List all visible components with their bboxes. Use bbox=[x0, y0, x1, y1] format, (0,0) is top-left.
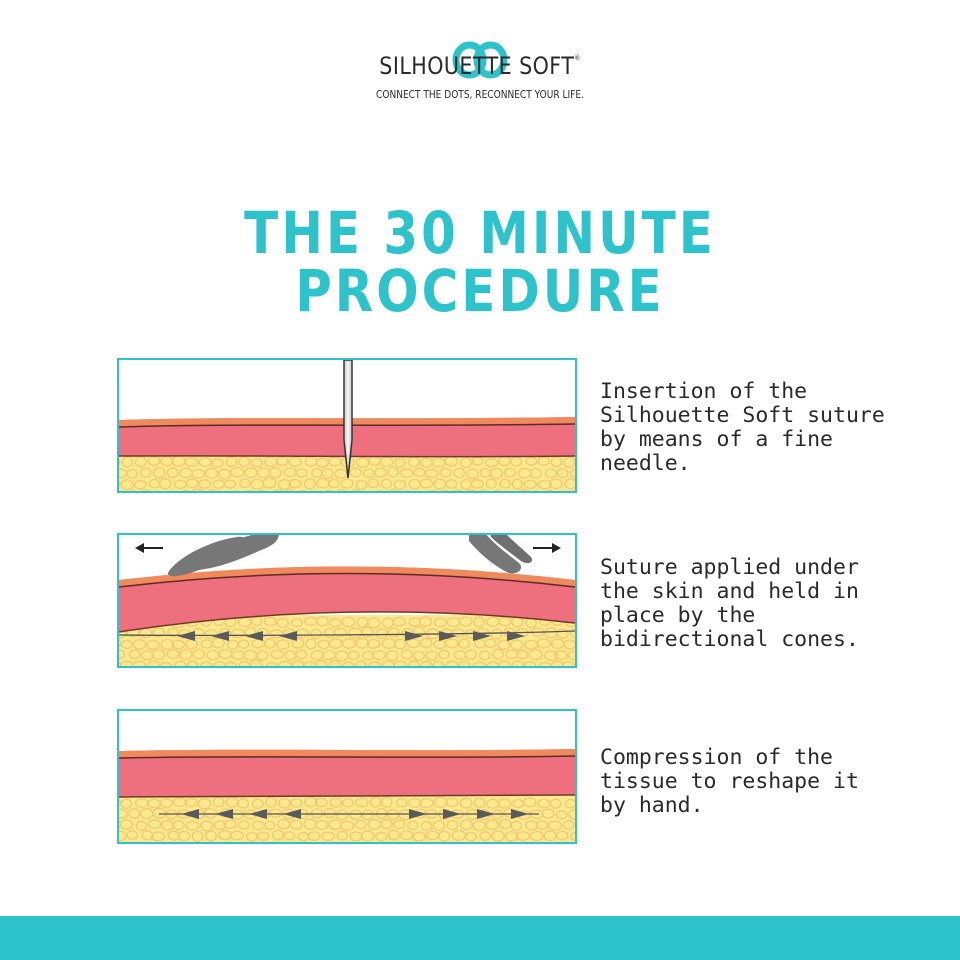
brand-tagline: CONNECT THE DOTS, RECONNECT YOUR LIFE. bbox=[376, 89, 584, 101]
left-fingers-icon bbox=[168, 535, 279, 577]
skin-layer bbox=[119, 749, 575, 797]
bidirectional-cones bbox=[181, 809, 529, 819]
needle-icon bbox=[343, 360, 353, 479]
skin-layer bbox=[119, 566, 575, 632]
arrow-left-icon bbox=[135, 543, 163, 553]
step-2-illustration bbox=[117, 533, 577, 668]
page-title: THE 30 MINUTE PROCEDURE bbox=[244, 199, 716, 325]
skin-surface bbox=[119, 749, 575, 758]
arrow-right-icon bbox=[533, 543, 561, 553]
brand-logo bbox=[0, 40, 960, 80]
fat-cells-pattern bbox=[119, 796, 575, 842]
step-1-description: Insertion of the Silhouette Soft suture … bbox=[600, 379, 885, 476]
brand-name: SILHOUETTE SOFT® bbox=[379, 52, 581, 80]
step-3-description: Compression of the tissue to reshape it … bbox=[600, 745, 859, 818]
infinity-loop-icon bbox=[452, 41, 508, 79]
fat-cells-pattern bbox=[119, 455, 575, 491]
suture-thread bbox=[119, 630, 575, 637]
footer-bar bbox=[0, 916, 960, 960]
step-1-illustration bbox=[117, 358, 577, 493]
step-2-description: Suture applied under the skin and held i… bbox=[600, 555, 859, 652]
step-3-illustration bbox=[117, 709, 577, 844]
skin-surface bbox=[119, 566, 575, 587]
bidirectional-cones bbox=[177, 631, 525, 641]
right-fingers-icon bbox=[469, 535, 532, 574]
